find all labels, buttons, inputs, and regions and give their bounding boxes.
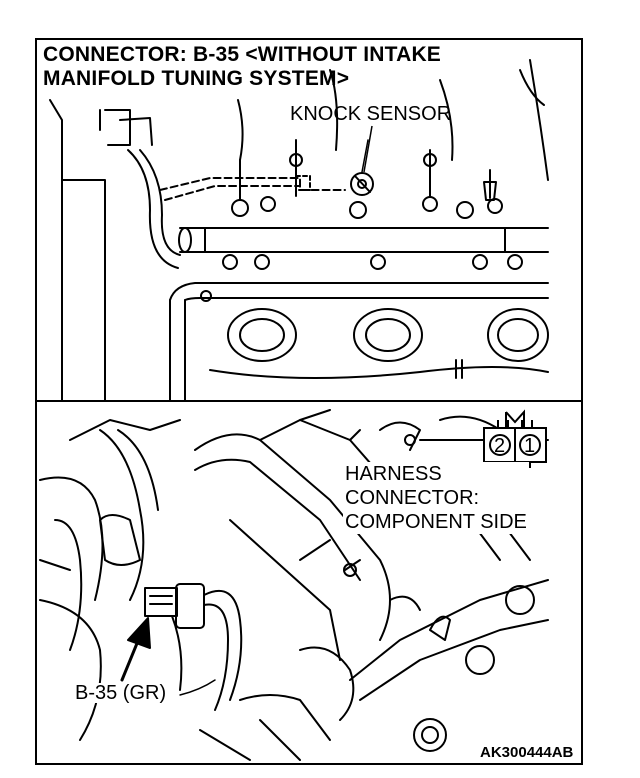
knock-sensor-leader [363,125,373,173]
top-panel-engine-illustration [49,59,549,401]
harness-label-line-2: CONNECTOR: [345,486,527,510]
diagram-title-line-2: MANIFOLD TUNING SYSTEM> [43,67,350,90]
panel-divider [35,400,583,402]
harness-label-line-3: COMPONENT SIDE [345,510,527,534]
harness-connector-label: HARNESS CONNECTOR: COMPONENT SIDE [343,462,529,534]
knock-sensor-label: KNOCK SENSOR [290,103,452,125]
bottom-panel-engine-illustration [39,409,549,761]
pin-1-label: 1 [524,435,535,457]
connector-callout: B-35 (GR) [72,683,170,703]
figure-code: AK300444AB [478,744,576,761]
diagram-title-line-1: CONNECTOR: B-35 <WITHOUT INTAKE [43,43,442,66]
harness-label-line-1: HARNESS [345,462,527,486]
pin-2-label: 2 [494,435,505,457]
